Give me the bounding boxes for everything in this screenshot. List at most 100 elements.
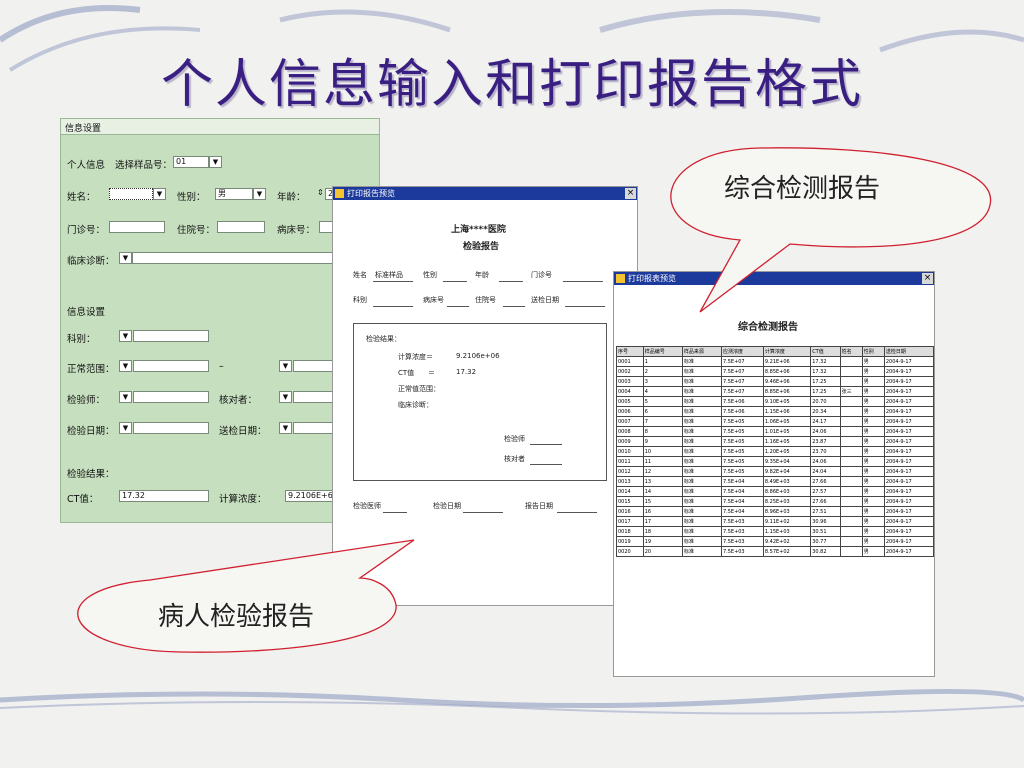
send-date-dropdown-icon[interactable]: ▼ [279, 422, 292, 434]
range-label: 正常范围： [67, 364, 115, 375]
inpatient-no-label: 住院号： [177, 225, 216, 236]
sample-select[interactable]: 01 [173, 156, 209, 168]
report-date-label: 报告日期 [525, 502, 553, 510]
tester-input[interactable] [133, 391, 209, 403]
patient-report-window-title: 打印报告预览 [347, 189, 395, 198]
name-underline [373, 281, 413, 282]
range-high-dropdown-icon[interactable]: ▼ [279, 360, 292, 372]
printer-icon [335, 189, 344, 198]
name-select[interactable] [109, 188, 153, 200]
dept-label: 科别： [67, 334, 96, 345]
bed-no-label: 病床号 [423, 296, 444, 304]
inpatient-no-label: 住院号 [475, 296, 496, 304]
tester-label: 检验师 [504, 435, 525, 443]
result-label: 检验结果： [366, 335, 401, 343]
test-date-label: 检验日期 [433, 502, 461, 510]
diagnosis-dropdown-icon[interactable]: ▼ [119, 252, 132, 264]
sex-select[interactable]: 男 [215, 188, 253, 200]
sex-dropdown-icon[interactable]: ▼ [253, 188, 266, 200]
test-date-underline [463, 512, 503, 513]
checker-label: 核对者 [504, 455, 525, 463]
info-settings-form: 信息设置 个人信息 选择样品号： 01 ▼ 姓名： ▼ 性别： 男 ▼ 年龄： … [60, 118, 380, 523]
test-date-dropdown-icon[interactable]: ▼ [119, 422, 132, 434]
name-value: 标准样品 [375, 271, 403, 279]
diagnosis-label: 临床诊断： [398, 401, 433, 409]
inpatient-no-input[interactable] [217, 221, 265, 233]
close-icon[interactable]: × [625, 188, 636, 199]
tester-dropdown-icon[interactable]: ▼ [119, 391, 132, 403]
range-label: 正常值范围： [398, 385, 440, 393]
table-cell: 2004-9-17 [883, 546, 935, 557]
checker-label: 核对者： [219, 395, 258, 406]
clinic-no-underline [563, 281, 603, 282]
age-label: 年龄： [277, 192, 306, 203]
checker-dropdown-icon[interactable]: ▼ [279, 391, 292, 403]
sample-dropdown-icon[interactable]: ▼ [209, 156, 222, 168]
patient-callout-bubble [77, 539, 415, 653]
table-cell: 30.82 [810, 546, 841, 557]
table-cell: 男 [861, 546, 885, 557]
printer-icon [616, 274, 625, 283]
range-separator: – [219, 361, 224, 372]
close-icon[interactable]: × [922, 273, 933, 284]
report-date-underline [557, 512, 597, 513]
dept-dropdown-icon[interactable]: ▼ [119, 330, 132, 342]
summary-callout-label: 综合检测报告 [724, 174, 881, 204]
test-date-input[interactable] [133, 422, 209, 434]
age-underline [499, 281, 523, 282]
dept-underline [373, 306, 413, 307]
conc-value: 9.2106e+06 [456, 352, 500, 360]
name-label: 姓名： [67, 192, 96, 203]
clinic-no-label: 门诊号 [531, 271, 552, 279]
range-low-dropdown-icon[interactable]: ▼ [119, 360, 132, 372]
conc-label: 计算浓度： [219, 494, 267, 505]
ct-label: CT值 [398, 369, 415, 377]
ct-input[interactable]: 17.32 [119, 490, 209, 502]
sex-label: 性别： [177, 192, 206, 203]
clinic-no-input[interactable] [109, 221, 165, 233]
conc-label: 计算浓度＝ [398, 353, 433, 361]
personal-info-label: 个人信息 [67, 160, 106, 171]
bed-no-label: 病床号： [277, 225, 316, 236]
name-dropdown-icon[interactable]: ▼ [153, 188, 166, 200]
sex-label: 性别 [423, 271, 437, 279]
inpatient-no-underline [503, 306, 525, 307]
checker-underline [530, 464, 562, 465]
send-date-label: 送检日期 [531, 296, 559, 304]
summary-callout-bubble [670, 147, 992, 313]
summary-report-title: 综合检测报告 [738, 322, 798, 333]
ct-label: CT值： [67, 494, 99, 505]
slide-title: 个人信息输入和打印报告格式 [160, 55, 863, 115]
name-label: 姓名 [353, 271, 367, 279]
hospital-name: 上海****医院 [451, 225, 506, 235]
dept-input[interactable] [133, 330, 209, 342]
doctor-underline [383, 512, 407, 513]
age-stepper-icon[interactable]: ⇕ [317, 188, 324, 197]
table-cell: 标准 [681, 546, 722, 557]
patient-report-window: 打印报告预览 × 上海****医院 检验报告 姓名 标准样品 性别 年龄 门诊号… [333, 187, 637, 605]
summary-report-titlebar: 打印报表预览 × [614, 272, 934, 285]
summary-report-window-title: 打印报表预览 [628, 274, 676, 283]
ct-equals: ＝ [428, 369, 435, 377]
result-box: 检验结果： 计算浓度＝ 9.2106e+06 CT值 ＝ 17.32 正常值范围… [353, 323, 607, 481]
age-label: 年龄 [475, 271, 489, 279]
patient-callout-label: 病人检验报告 [158, 602, 315, 632]
form-header: 信息设置 [61, 119, 379, 135]
sample-label: 选择样品号： [115, 160, 173, 171]
diagnosis-label: 临床诊断： [67, 256, 115, 267]
tester-label: 检验师： [67, 395, 106, 406]
range-low-input[interactable] [133, 360, 209, 372]
